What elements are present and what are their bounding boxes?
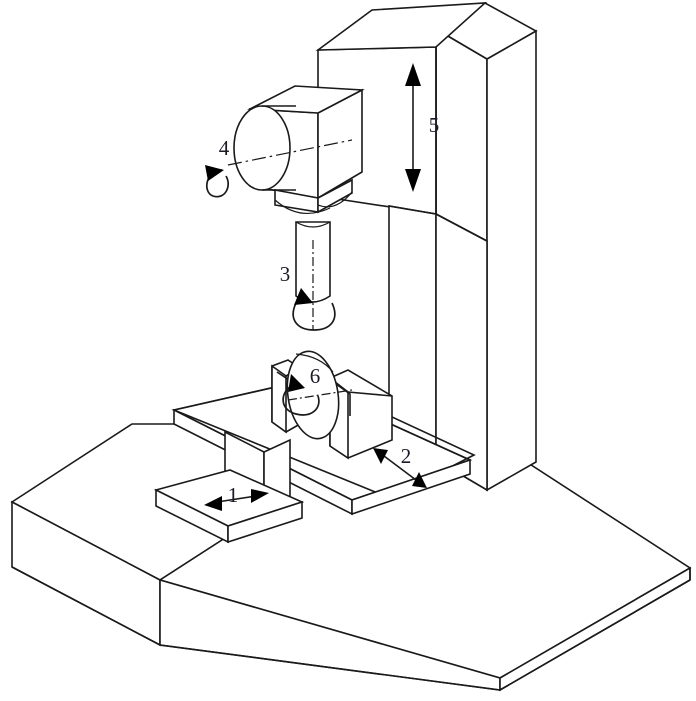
motor-center-axis xyxy=(227,139,353,166)
v-block-right xyxy=(329,369,393,460)
axis-3-rotation-symbol xyxy=(292,288,336,331)
axis-5-label: 5 xyxy=(429,113,440,137)
axis-5-arrow xyxy=(405,63,421,192)
workpiece-disc xyxy=(286,350,353,440)
axis-3-label: 3 xyxy=(280,262,291,286)
tool-spindle xyxy=(295,221,331,330)
axis-6-label: 6 xyxy=(310,364,321,388)
axis-2-label: 2 xyxy=(401,444,412,468)
axis-6-rotation-symbol xyxy=(282,374,320,416)
axis-4-rotation-symbol xyxy=(205,165,230,198)
axis-1-label: 1 xyxy=(228,483,239,507)
workpiece-center-axis xyxy=(287,389,353,401)
drive-motor xyxy=(227,105,353,191)
axis-2-arrow xyxy=(373,448,427,488)
axis-1-arrow xyxy=(204,489,269,511)
lower-slide xyxy=(153,469,305,544)
axis-4-label: 4 xyxy=(219,136,230,160)
